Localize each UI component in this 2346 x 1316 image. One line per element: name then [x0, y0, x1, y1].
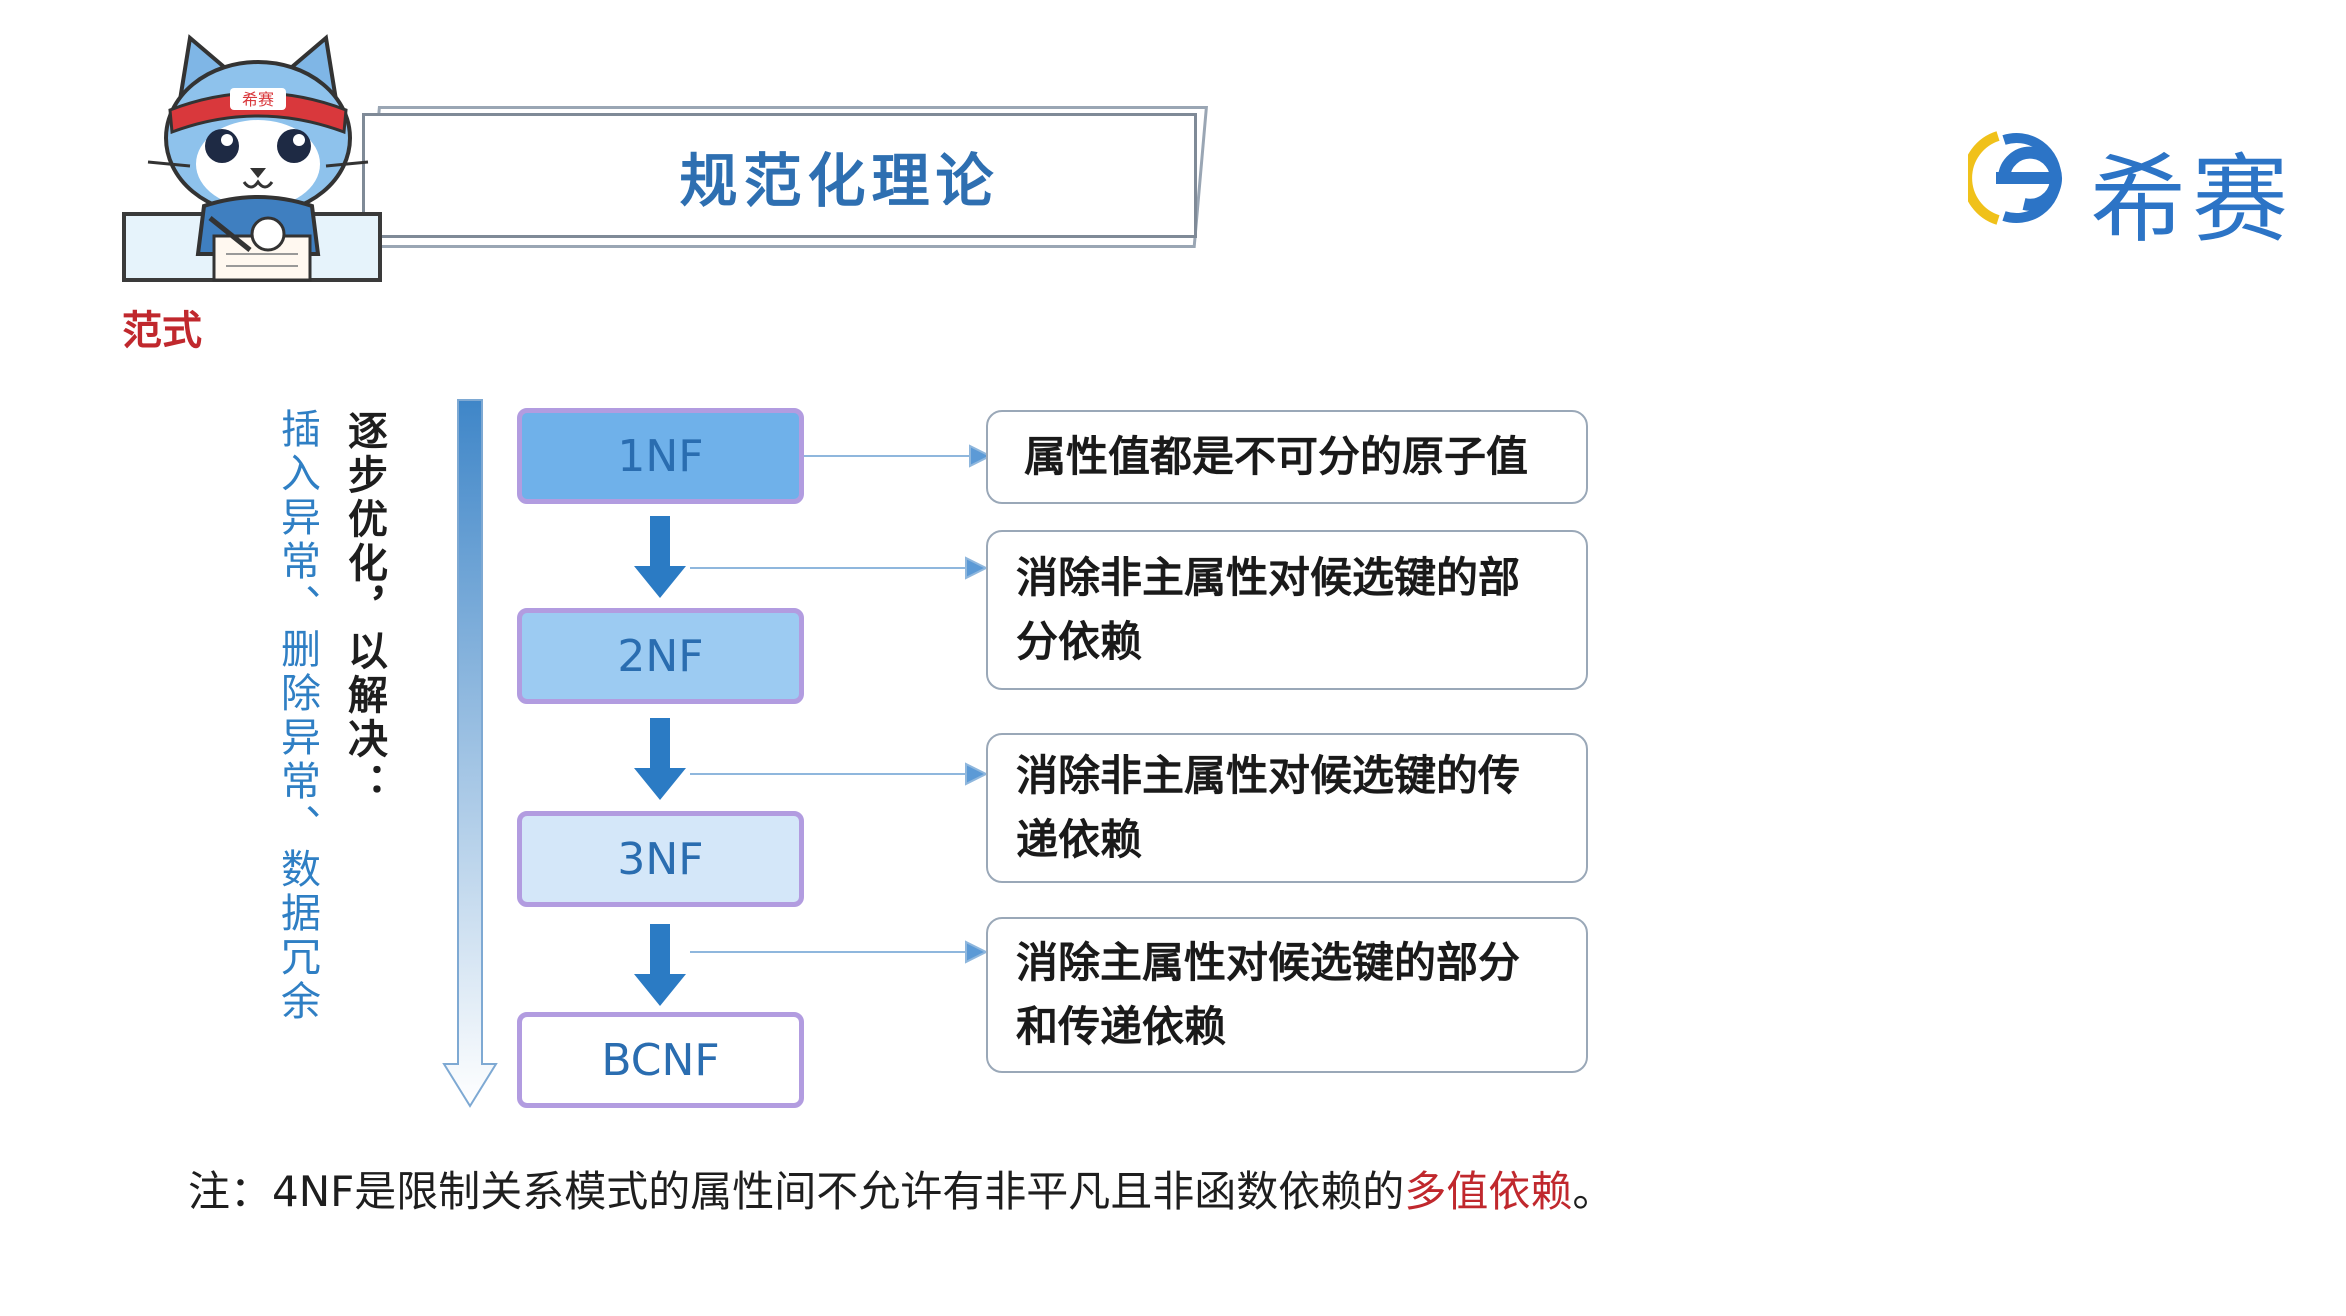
- down-arrow-icon: [634, 718, 686, 800]
- title-banner: 规范化理论: [362, 113, 1197, 238]
- brand-name: 希赛: [2090, 144, 2294, 256]
- brand-e-icon: [1962, 131, 2062, 225]
- optimize-caption: 逐步优化，以解决：: [341, 410, 387, 806]
- cat-mascot-icon: 希赛: [122, 34, 382, 282]
- description-3nf: 消除非主属性对候选键的传递依赖: [986, 733, 1588, 883]
- footnote-text: 注：4NF是限制关系模式的属性间不允许有非平凡且非函数依赖的: [188, 1167, 1405, 1216]
- description-bcnf: 消除主属性对候选键的部分和传递依赖: [986, 917, 1588, 1073]
- step-arrows: [634, 516, 686, 1006]
- down-arrow-icon: [634, 516, 686, 598]
- page-title: 规范化理论: [679, 146, 1000, 215]
- description-text: 消除非主属性对候选键的传递依赖: [1016, 751, 1521, 864]
- down-arrow-icon: [634, 924, 686, 1006]
- nf-box-2nf: 2NF: [517, 608, 804, 704]
- section-label: 范式: [122, 308, 202, 354]
- brand-logo: 希赛: [1962, 118, 2298, 256]
- nf-box-1nf: 1NF: [517, 408, 804, 504]
- nf-box-3nf: 3NF: [517, 811, 804, 907]
- progress-arrow-icon: [442, 399, 498, 1108]
- footnote-highlight: 多值依赖: [1404, 1167, 1573, 1216]
- description-text: 消除主属性对候选键的部分和传递依赖: [1016, 938, 1521, 1051]
- description-text: 属性值都是不可分的原子值: [1024, 432, 1529, 481]
- description-text: 消除非主属性对候选键的部分依赖: [1016, 553, 1521, 666]
- nf-box-bcnf: BCNF: [517, 1012, 804, 1108]
- footnote: 注：4NF是限制关系模式的属性间不允许有非平凡且非函数依赖的多值依赖。: [188, 1158, 1614, 1219]
- headband-text: 希赛: [242, 90, 274, 109]
- footnote-end: 。: [1572, 1167, 1615, 1216]
- problems-caption: 插入异常、删除异常、数据冗余: [274, 408, 320, 1024]
- description-2nf: 消除非主属性对候选键的部分依赖: [986, 530, 1588, 690]
- description-1nf: 属性值都是不可分的原子值: [986, 410, 1588, 504]
